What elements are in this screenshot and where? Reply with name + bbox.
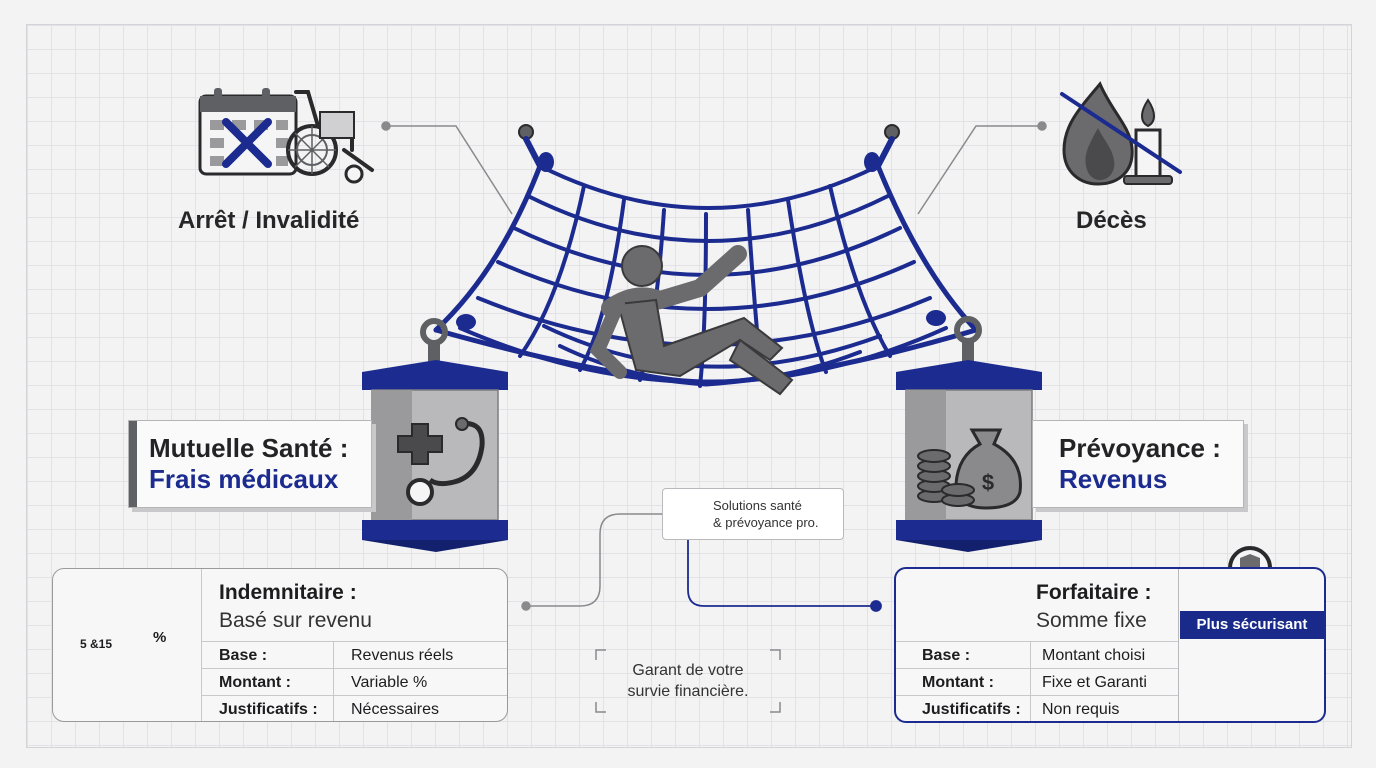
panel-divider — [1178, 569, 1179, 721]
connector-left-panel — [521, 513, 664, 611]
row-value: Montant choisi — [1042, 647, 1146, 664]
row-value: Fixe et Garanti — [1042, 674, 1147, 691]
row-key: Montant : — [219, 674, 291, 691]
connector-top-right — [917, 121, 1047, 215]
calendar-wheelchair-icon — [198, 88, 374, 184]
indemnitaire-heading: Indemnitaire : — [219, 581, 357, 604]
row-value: Variable % — [351, 674, 428, 691]
net-anchor-top-right — [875, 124, 900, 169]
connector-right-panel — [687, 536, 882, 612]
prevoyance-card: Prévoyance : Revenus — [1032, 420, 1244, 508]
card-accent — [129, 421, 137, 507]
row-key: Montant : — [922, 674, 994, 691]
net-knot-right — [864, 152, 946, 326]
safety-net — [433, 163, 979, 388]
net-anchor-top-left — [518, 124, 543, 169]
note-survie: Garant de votre survie financière. — [604, 660, 772, 702]
net-knot-left — [456, 152, 554, 330]
indemnitaire-panel: 5 &15 % Indemnitaire : Basé sur revenu B… — [52, 568, 508, 722]
scale-tag-right: % — [153, 629, 167, 646]
row-divider — [201, 668, 507, 669]
prevoyance-subtitle: Revenus — [1059, 464, 1168, 494]
mutuelle-card: Mutuelle Santé : Frais médicaux — [128, 420, 372, 508]
row-value: Nécessaires — [351, 701, 440, 718]
note-line-1: Garant de votre — [632, 662, 744, 679]
indemnitaire-sub: Basé sur revenu — [219, 609, 372, 632]
forfaitaire-heading: Forfaitaire : — [1036, 581, 1152, 604]
row-key: Justificatifs : — [219, 701, 318, 718]
col-divider — [333, 641, 334, 721]
row-divider — [896, 641, 1178, 642]
forfaitaire-panel: Forfaitaire : Somme fixe Plus sécurisant… — [894, 567, 1326, 723]
svg-text:$: $ — [982, 470, 994, 495]
fire-candle-crossed-icon — [1060, 81, 1182, 186]
row-divider — [896, 695, 1178, 696]
label-arret-invalidite: Arrêt / Invalidité — [178, 207, 360, 234]
health-cross-stethoscope-icon — [397, 417, 485, 506]
col-divider — [1030, 641, 1031, 721]
solutions-link-pill[interactable]: Solutions santé & prévoyance pro. — [662, 488, 844, 540]
pill-line-2: & prévoyance pro. — [713, 515, 819, 530]
connector-top-left — [381, 121, 513, 215]
panel-divider — [201, 569, 202, 721]
mutuelle-subtitle: Frais médicaux — [149, 464, 339, 494]
note-frame — [595, 649, 781, 713]
falling-person-icon — [589, 245, 794, 396]
row-key: Justificatifs : — [922, 701, 1021, 718]
left-pillar — [362, 318, 508, 552]
right-pillar — [896, 316, 1042, 552]
pill-line-1: Solutions santé — [713, 498, 802, 513]
mutuelle-title: Mutuelle Santé : — [149, 433, 349, 463]
coins-moneybag-icon: $ — [917, 428, 1022, 510]
note-line-2: survie financière. — [627, 683, 749, 700]
row-key: Base : — [922, 647, 971, 664]
row-value: Revenus réels — [351, 647, 454, 664]
row-value: Non requis — [1042, 701, 1120, 718]
label-deces: Décès — [1076, 207, 1147, 234]
row-key: Base : — [219, 647, 268, 664]
row-divider — [896, 668, 1178, 669]
prevoyance-title: Prévoyance : — [1059, 433, 1221, 463]
row-divider — [201, 641, 507, 642]
scale-tag-left: 5 &15 — [79, 637, 113, 651]
forfaitaire-sub: Somme fixe — [1036, 609, 1147, 632]
row-divider — [201, 695, 507, 696]
plus-securisant-badge: Plus sécurisant — [1180, 611, 1324, 639]
